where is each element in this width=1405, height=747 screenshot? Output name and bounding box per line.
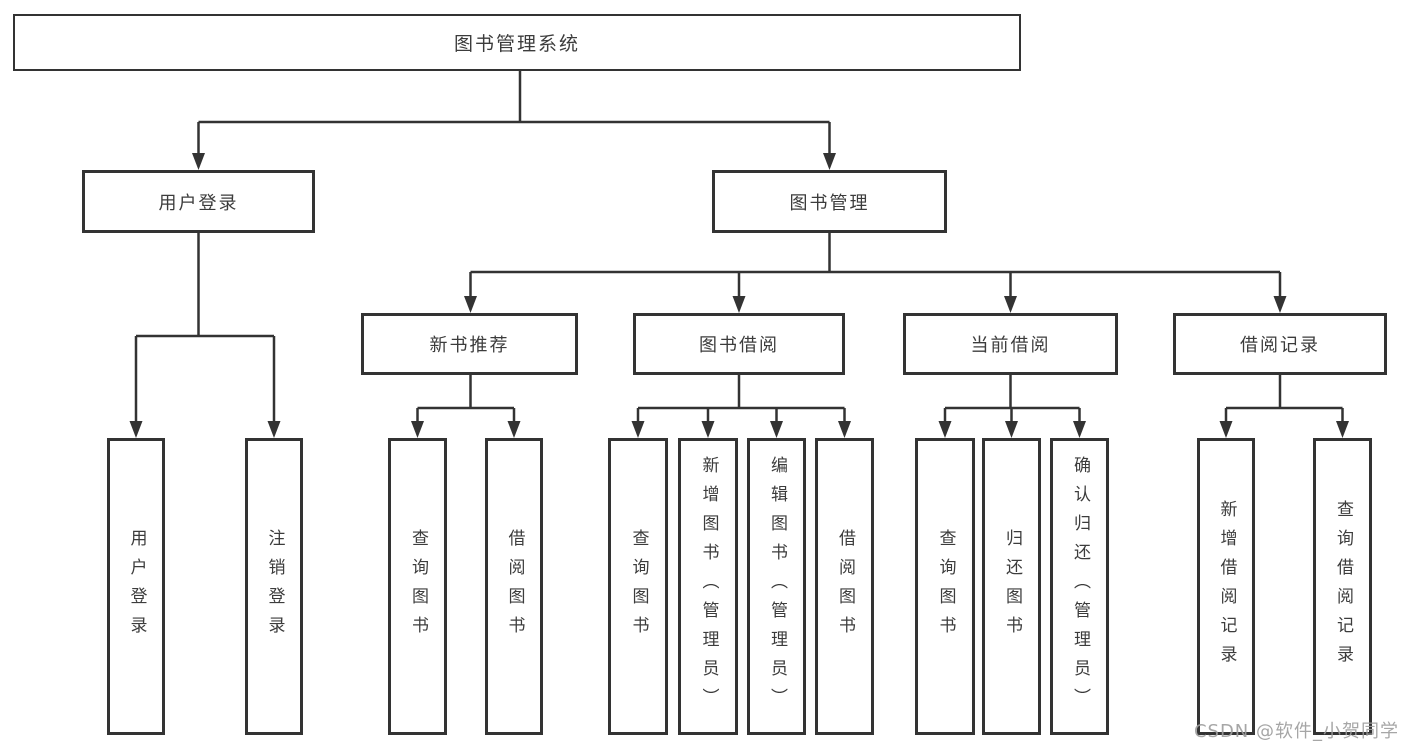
leaf-query-books-recommend: 查询图书 <box>388 438 447 735</box>
node-user-login: 用户登录 <box>82 170 315 233</box>
watermark: CSDN @软件_小贺同学 <box>1193 721 1399 742</box>
node-current-borrowing: 当前借阅 <box>903 313 1118 375</box>
leaf-edit-book-admin: 编辑图书（管理员） <box>747 438 806 735</box>
node-library-management-system: 图书管理系统 <box>13 14 1021 71</box>
leaf-logout: 注销登录 <box>245 438 303 735</box>
node-book-borrowing: 图书借阅 <box>633 313 845 375</box>
leaf-return-book: 归还图书 <box>982 438 1041 735</box>
leaf-borrow-books-borrowing: 借阅图书 <box>815 438 874 735</box>
node-borrowing-records: 借阅记录 <box>1173 313 1387 375</box>
leaf-query-books-current: 查询图书 <box>915 438 975 735</box>
leaf-add-book-admin: 新增图书（管理员） <box>678 438 738 735</box>
node-book-management: 图书管理 <box>712 170 947 233</box>
leaf-query-books-borrowing: 查询图书 <box>608 438 668 735</box>
leaf-borrow-books-recommend: 借阅图书 <box>485 438 543 735</box>
leaf-query-borrow-record: 查询借阅记录 <box>1313 438 1372 735</box>
leaf-add-borrow-record: 新增借阅记录 <box>1197 438 1255 735</box>
leaf-confirm-return-admin: 确认归还（管理员） <box>1050 438 1109 735</box>
leaf-user-login: 用户登录 <box>107 438 165 735</box>
node-new-book-recommend: 新书推荐 <box>361 313 578 375</box>
